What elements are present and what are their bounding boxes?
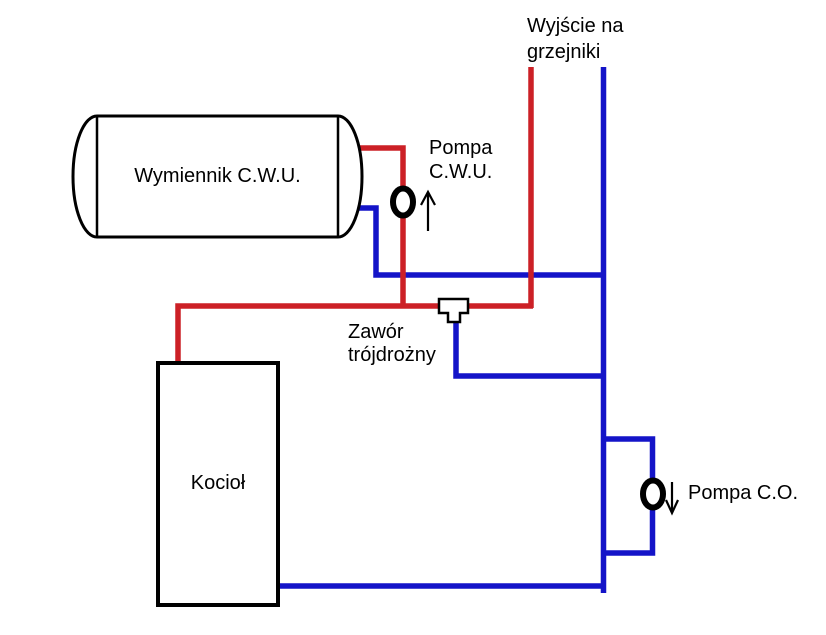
cold-pipe-valve-return [453,314,602,379]
pump-co-icon [640,477,666,511]
arrow-up-icon [420,189,436,231]
cold-pipe-exchanger-return [345,205,605,278]
pump-cwu-label: Pompa C.W.U. [429,137,493,183]
valve-label: Zawór trójdrożny [348,321,436,366]
hot-pipe-exchanger-supply [345,145,406,308]
boiler-box [156,361,280,607]
arrow-down-icon [665,482,679,516]
exchanger-label: Wymiennik C.W.U. [134,165,301,187]
exchanger-tank [71,114,364,239]
three-way-valve-icon [437,297,470,324]
radiators-output-label: Wyjście na grzejniki [527,15,624,63]
boiler-label: Kocioł [190,472,246,494]
hot-pipe-main-to-boiler [175,303,533,363]
pump-cwu-icon [390,185,416,219]
pump-co-label: Pompa C.O. [688,482,799,504]
